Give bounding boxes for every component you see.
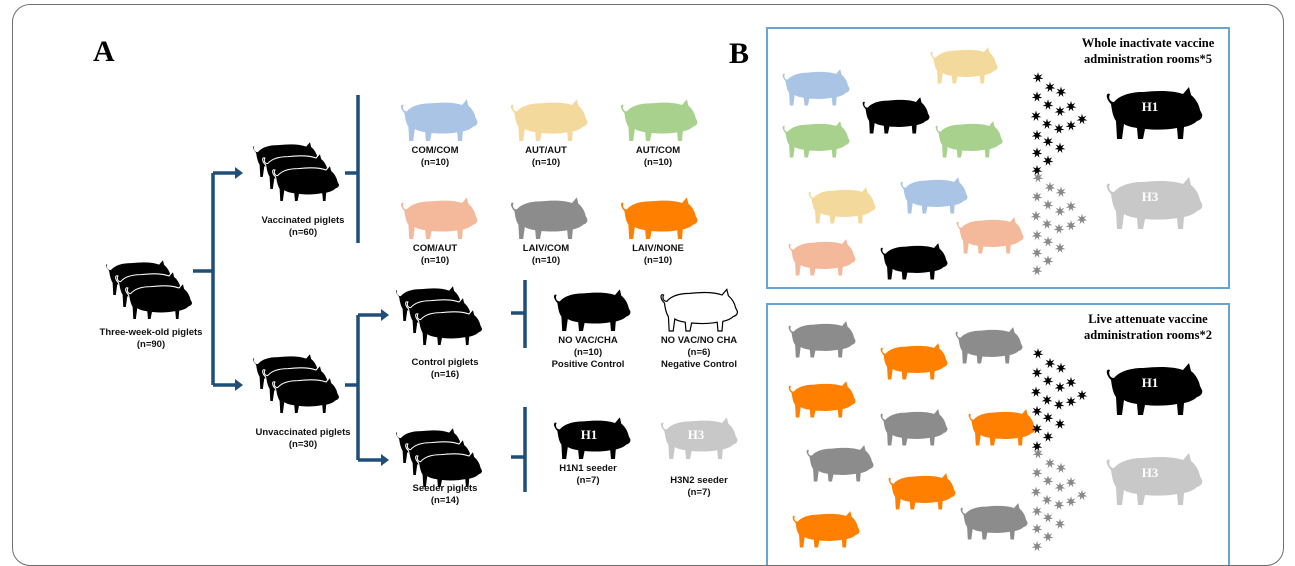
pig-laiv-none-icon bbox=[792, 511, 860, 548]
panel-label-b: B bbox=[729, 37, 750, 70]
group-com-com-label: COM/COM(n=10) bbox=[411, 145, 459, 168]
pig-aut-com-icon bbox=[621, 99, 698, 141]
h1-seeder-label: H1N1 seeder(n=7) bbox=[559, 463, 617, 486]
pig-laiv-com-icon bbox=[788, 321, 856, 358]
pig-positive-control-icon bbox=[880, 243, 948, 280]
h3-seeder-tag: H3 bbox=[687, 427, 705, 442]
pig-com-aut-icon bbox=[788, 239, 856, 276]
room-1-h1-tag: H1 bbox=[1141, 99, 1159, 114]
pig-laiv-com-icon bbox=[511, 197, 588, 239]
pig-com-com-icon bbox=[401, 99, 478, 141]
room-2-h3-tag: H3 bbox=[1141, 465, 1159, 480]
pig-aut-com-icon bbox=[935, 121, 1003, 158]
panel-label-a: A bbox=[93, 35, 115, 68]
unvaccinated-label: Unvaccinated piglets(n=30) bbox=[255, 427, 351, 450]
pig-laiv-none-icon bbox=[621, 197, 698, 239]
negative-control-label: NO VAC/NO CHA(n=6)Negative Control bbox=[660, 335, 738, 370]
pig-laiv-com-icon bbox=[960, 503, 1028, 540]
root-label: Three-week-old piglets(n=90) bbox=[99, 327, 203, 350]
h3-seeder-label: H3N2 seeder(n=7) bbox=[670, 475, 728, 498]
figure-frame: A B bbox=[12, 4, 1284, 566]
h1-seeder-tag: H1 bbox=[580, 427, 598, 442]
pig-aut-aut-icon bbox=[930, 47, 998, 84]
control-label: Control piglets(n=16) bbox=[411, 357, 479, 380]
pig-com-aut-icon bbox=[401, 197, 478, 239]
tree-connectors bbox=[193, 95, 527, 492]
room-2-h1-tag: H1 bbox=[1141, 375, 1159, 390]
pig-com-com-icon bbox=[782, 69, 850, 106]
pig-laiv-none-icon bbox=[888, 473, 956, 510]
pig-negative-control-icon bbox=[660, 288, 738, 332]
group-laiv-none-label: LAIV/NONE(n=10) bbox=[632, 243, 684, 266]
pig-herd-icon bbox=[252, 140, 340, 203]
pig-com-aut-icon bbox=[956, 217, 1024, 254]
pig-positive-control-icon bbox=[554, 289, 631, 331]
pig-aut-aut-icon bbox=[511, 99, 588, 141]
pig-laiv-com-icon bbox=[880, 409, 948, 446]
pig-herd-icon bbox=[105, 258, 193, 321]
pig-aut-com-icon bbox=[782, 121, 850, 158]
vaccinated-label: Vaccinated piglets(n=60) bbox=[261, 215, 345, 238]
pig-laiv-com-icon bbox=[955, 327, 1023, 364]
group-aut-com-label: AUT/COM(n=10) bbox=[635, 145, 681, 168]
pig-laiv-none-icon bbox=[968, 409, 1036, 446]
seeder-label: Seeder piglets(n=14) bbox=[412, 483, 478, 506]
pig-laiv-none-icon bbox=[880, 343, 948, 380]
pig-laiv-com-icon bbox=[806, 445, 874, 482]
pig-herd-icon bbox=[252, 352, 340, 415]
pig-laiv-none-icon bbox=[788, 381, 856, 418]
group-laiv-com-label: LAIV/COM(n=10) bbox=[522, 243, 570, 266]
pig-aut-aut-icon bbox=[808, 187, 876, 224]
room-1-h3-tag: H3 bbox=[1141, 189, 1159, 204]
pig-positive-control-icon bbox=[862, 97, 930, 134]
group-aut-aut-label: AUT/AUT(n=10) bbox=[525, 145, 567, 168]
group-com-aut-label: COM/AUT(n=10) bbox=[412, 243, 458, 266]
positive-control-label: NO VAC/CHA(n=10)Positive Control bbox=[551, 335, 625, 370]
pig-herd-icon bbox=[395, 284, 483, 347]
pig-com-com-icon bbox=[900, 177, 968, 214]
